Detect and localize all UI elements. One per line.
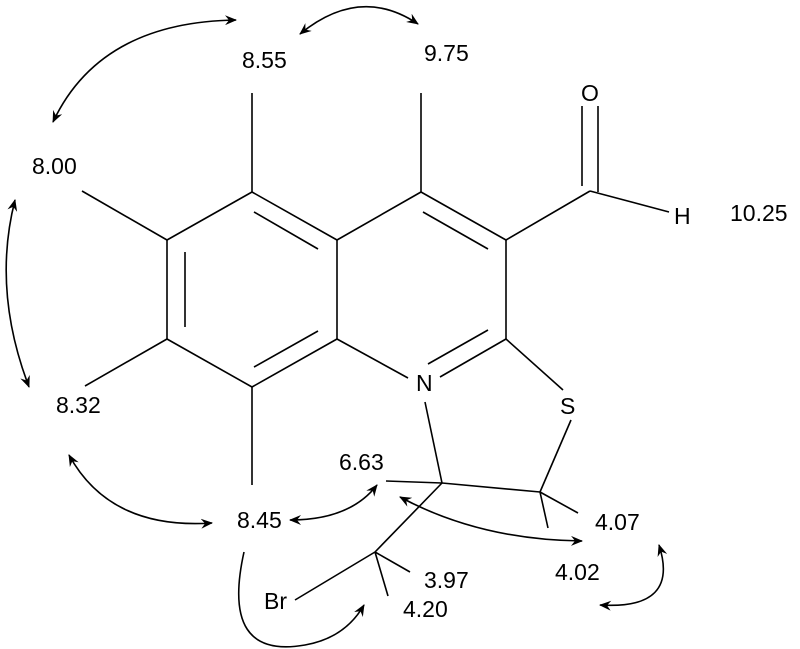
bromine-atom: Br: [264, 588, 287, 614]
correlation-arrow-8-00-8-55: [52, 15, 237, 123]
shift-label-10-25: 10.25: [730, 200, 788, 226]
correlation-arrow-6-63-4-02: [399, 496, 583, 546]
aldehyde-hydrogen-atom: H: [674, 203, 691, 229]
nitrogen-atom: N: [416, 370, 433, 396]
oxygen-atom: O: [581, 80, 599, 106]
correlation-arrows: [5, 5, 668, 648]
shift-label-8-32: 8.32: [56, 392, 101, 418]
shift-label-4-02: 4.02: [555, 559, 600, 585]
correlation-arrow-8-55-9-75: [299, 5, 419, 35]
correlation-arrow-4-07-4-02: [599, 544, 668, 611]
shift-label-8-45: 8.45: [237, 507, 282, 533]
correlation-arrow-8-45-6-63: [289, 484, 378, 525]
sulfur-atom: S: [560, 393, 575, 419]
shift-label-3-97: 3.97: [424, 567, 469, 593]
shift-label-4-20: 4.20: [403, 596, 448, 622]
shift-label-8-55: 8.55: [242, 47, 287, 73]
shift-label-9-75: 9.75: [424, 40, 469, 66]
shift-label-6-63: 6.63: [339, 449, 384, 475]
correlation-arrow-8-32-8-45: [68, 454, 213, 529]
shift-label-8-00: 8.00: [32, 153, 77, 179]
correlation-arrow-8-00-8-32: [5, 199, 30, 388]
shift-label-4-07: 4.07: [595, 509, 640, 535]
correlation-arrow-8-45-4-20: [237, 551, 365, 648]
molecule-skeleton: [81, 93, 670, 601]
